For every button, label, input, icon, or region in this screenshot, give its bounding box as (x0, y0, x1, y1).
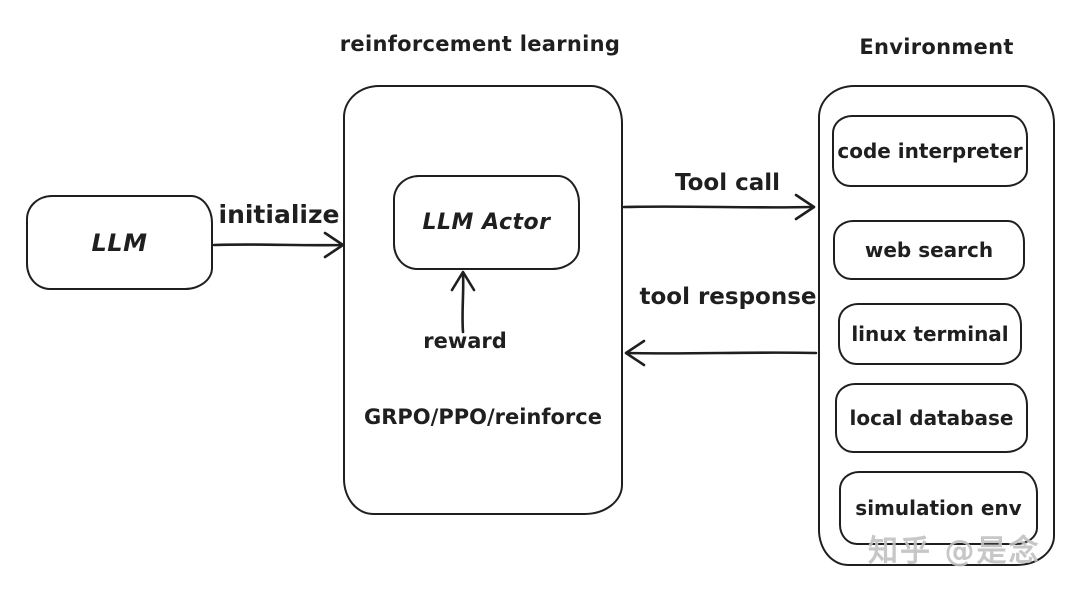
initialize-edge-label: initialize (218, 200, 340, 229)
tool-response-edge-label: tool response (639, 284, 817, 310)
env-item-web-search: web search (833, 220, 1025, 280)
env-item-code-interpreter: code interpreter (832, 115, 1028, 187)
llm-actor-node-label: LLM Actor (422, 210, 551, 235)
zhihu-watermark: 知乎 @是念 (868, 534, 1041, 569)
llm-actor-node: LLM Actor (393, 175, 580, 270)
reinforcement-learning-title: reinforcement learning (339, 32, 621, 56)
llm-node-label: LLM (91, 228, 148, 257)
initialize-arrow (212, 231, 345, 259)
env-item-simulation-env: simulation env (839, 471, 1038, 545)
env-item-label: local database (849, 405, 1014, 430)
rl-algorithms-label: GRPO/PPO/reinforce (364, 405, 602, 429)
env-item-linux-terminal: linux terminal (838, 303, 1022, 365)
env-item-label: web search (864, 237, 994, 262)
tool-response-arrow (624, 339, 818, 367)
env-item-local-database: local database (835, 383, 1028, 453)
tool-call-edge-label: Tool call (674, 170, 781, 196)
env-item-label: code interpreter (837, 138, 1023, 163)
env-item-label: linux terminal (851, 321, 1009, 346)
environment-title: Environment (859, 35, 1014, 59)
llm-node: LLM (26, 195, 213, 290)
reward-edge-label: reward (423, 329, 507, 353)
rl-loop-box (343, 85, 623, 515)
env-item-label: simulation env (855, 495, 1022, 520)
tool-call-arrow (622, 193, 816, 221)
